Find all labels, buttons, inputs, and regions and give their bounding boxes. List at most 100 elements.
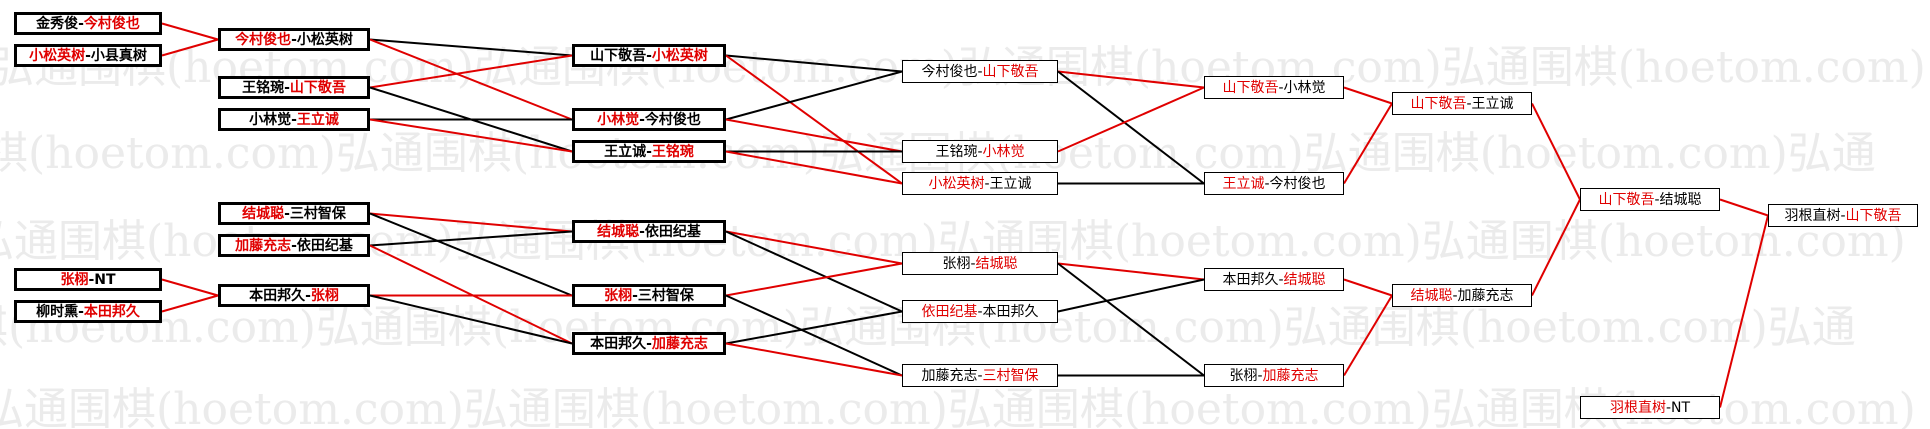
- player-name: 羽根直树: [1784, 207, 1841, 224]
- match-box: 山下敬吾-小松英树: [572, 44, 726, 67]
- match-box: 加藤充志-依田纪基: [218, 234, 370, 257]
- connector-line: [725, 262, 903, 297]
- separator: -: [977, 143, 983, 160]
- player-name: 山下敬吾: [1845, 207, 1902, 224]
- match-box: 王铭琬-小林觉: [902, 140, 1058, 163]
- connector-line: [369, 54, 573, 89]
- separator: -: [646, 47, 652, 64]
- player-name: 三村智保: [637, 287, 694, 304]
- match-box: 结城聪-依田纪基: [572, 220, 726, 243]
- match-box: 张栩-NT: [14, 268, 162, 291]
- connector-line: [161, 38, 219, 57]
- separator: -: [78, 15, 84, 32]
- player-name: 王铭琬: [242, 79, 285, 96]
- player-name: 王铭琬: [651, 143, 694, 160]
- separator: -: [1654, 191, 1660, 208]
- match-box: 张栩-三村智保: [572, 284, 726, 307]
- player-name: 柳时熏: [36, 303, 79, 320]
- player-name: 张栩: [60, 271, 89, 288]
- player-name: 本田邦久: [1222, 271, 1279, 288]
- connector-line: [1719, 215, 1769, 408]
- separator: -: [1452, 287, 1458, 304]
- connector-line: [1057, 262, 1205, 377]
- player-name: 山下敬吾: [1598, 191, 1655, 208]
- connector-line: [161, 278, 219, 297]
- match-box: 柳时熏-本田邦久: [14, 300, 162, 323]
- connector-line: [161, 22, 219, 41]
- player-name: 张栩: [942, 255, 971, 272]
- player-name: 今村俊也: [921, 63, 978, 80]
- player-name: 王铭琬: [935, 143, 978, 160]
- separator: -: [291, 111, 297, 128]
- match-box: 本田邦久-张栩: [218, 284, 370, 307]
- connector-line: [1057, 262, 1205, 281]
- separator: -: [1278, 271, 1284, 288]
- separator: -: [291, 237, 297, 254]
- player-name: 三村智保: [982, 367, 1039, 384]
- separator: -: [88, 271, 95, 288]
- connector-line: [369, 38, 573, 57]
- player-name: 本田邦久: [590, 335, 647, 352]
- player-name: 小林觉: [597, 111, 640, 128]
- separator: -: [977, 367, 983, 384]
- match-box: 山下敬吾-王立诚: [1392, 92, 1532, 115]
- separator: -: [984, 175, 990, 192]
- separator: -: [1665, 399, 1672, 416]
- player-name: 今村俊也: [644, 111, 701, 128]
- player-name: 小松英树: [651, 47, 708, 64]
- player-name: 本田邦久: [83, 303, 140, 320]
- separator: -: [1466, 95, 1472, 112]
- match-box: 今村俊也-小松英树: [218, 28, 370, 51]
- separator: -: [977, 63, 983, 80]
- player-name: 小县真树: [90, 47, 147, 64]
- match-box: 王立诚-今村俊也: [1204, 172, 1344, 195]
- player-name: 今村俊也: [235, 31, 292, 48]
- match-box: 羽根直树-山下敬吾: [1768, 204, 1918, 227]
- player-name: 小林觉: [1283, 79, 1326, 96]
- match-box: 王铭琬-山下敬吾: [218, 76, 370, 99]
- player-name: 山下敬吾: [590, 47, 647, 64]
- player-name: 今村俊也: [1269, 175, 1326, 192]
- connector-line: [1057, 86, 1205, 153]
- connector-line: [725, 294, 903, 377]
- connector-line: [161, 294, 219, 313]
- match-box: 依田纪基-本田邦久: [902, 300, 1058, 323]
- player-name: 王立诚: [1471, 95, 1514, 112]
- separator: -: [284, 205, 290, 222]
- connector-line: [1531, 103, 1581, 200]
- player-name: 王立诚: [1222, 175, 1265, 192]
- separator: -: [639, 223, 645, 240]
- player-name: 结城聪: [1659, 191, 1702, 208]
- player-name: 小松英树: [296, 31, 353, 48]
- match-box: 王立诚-王铭琬: [572, 140, 726, 163]
- connector-line: [369, 294, 573, 345]
- player-name: 依田纪基: [921, 303, 978, 320]
- match-box: 本田邦久-结城聪: [1204, 268, 1344, 291]
- connector-line: [725, 54, 903, 73]
- player-name: 加藤充志: [651, 335, 708, 352]
- connector-line: [725, 230, 903, 313]
- separator: -: [291, 31, 297, 48]
- connector-line: [1057, 70, 1205, 89]
- connector-line: [1343, 86, 1393, 105]
- player-name: 张栩: [604, 287, 633, 304]
- connector-line: [1719, 198, 1769, 217]
- match-box: 羽根直树-NT: [1580, 396, 1720, 419]
- separator: -: [632, 287, 638, 304]
- match-box: 结城聪-加藤充志: [1392, 284, 1532, 307]
- separator: -: [646, 143, 652, 160]
- match-box: 结城聪-三村智保: [218, 202, 370, 225]
- player-name: 加藤充志: [235, 237, 292, 254]
- connector-line: [1057, 278, 1205, 313]
- player-name: 山下敬吾: [289, 79, 346, 96]
- match-box: 小林觉-今村俊也: [572, 108, 726, 131]
- player-name: 小林觉: [249, 111, 292, 128]
- separator: -: [284, 79, 290, 96]
- player-name: 本田邦久: [249, 287, 306, 304]
- connector-line: [369, 230, 573, 247]
- player-name: 加藤充志: [921, 367, 978, 384]
- connector-line: [369, 212, 573, 297]
- player-name: 山下敬吾: [1222, 79, 1279, 96]
- match-box: 山下敬吾-结城聪: [1580, 188, 1720, 211]
